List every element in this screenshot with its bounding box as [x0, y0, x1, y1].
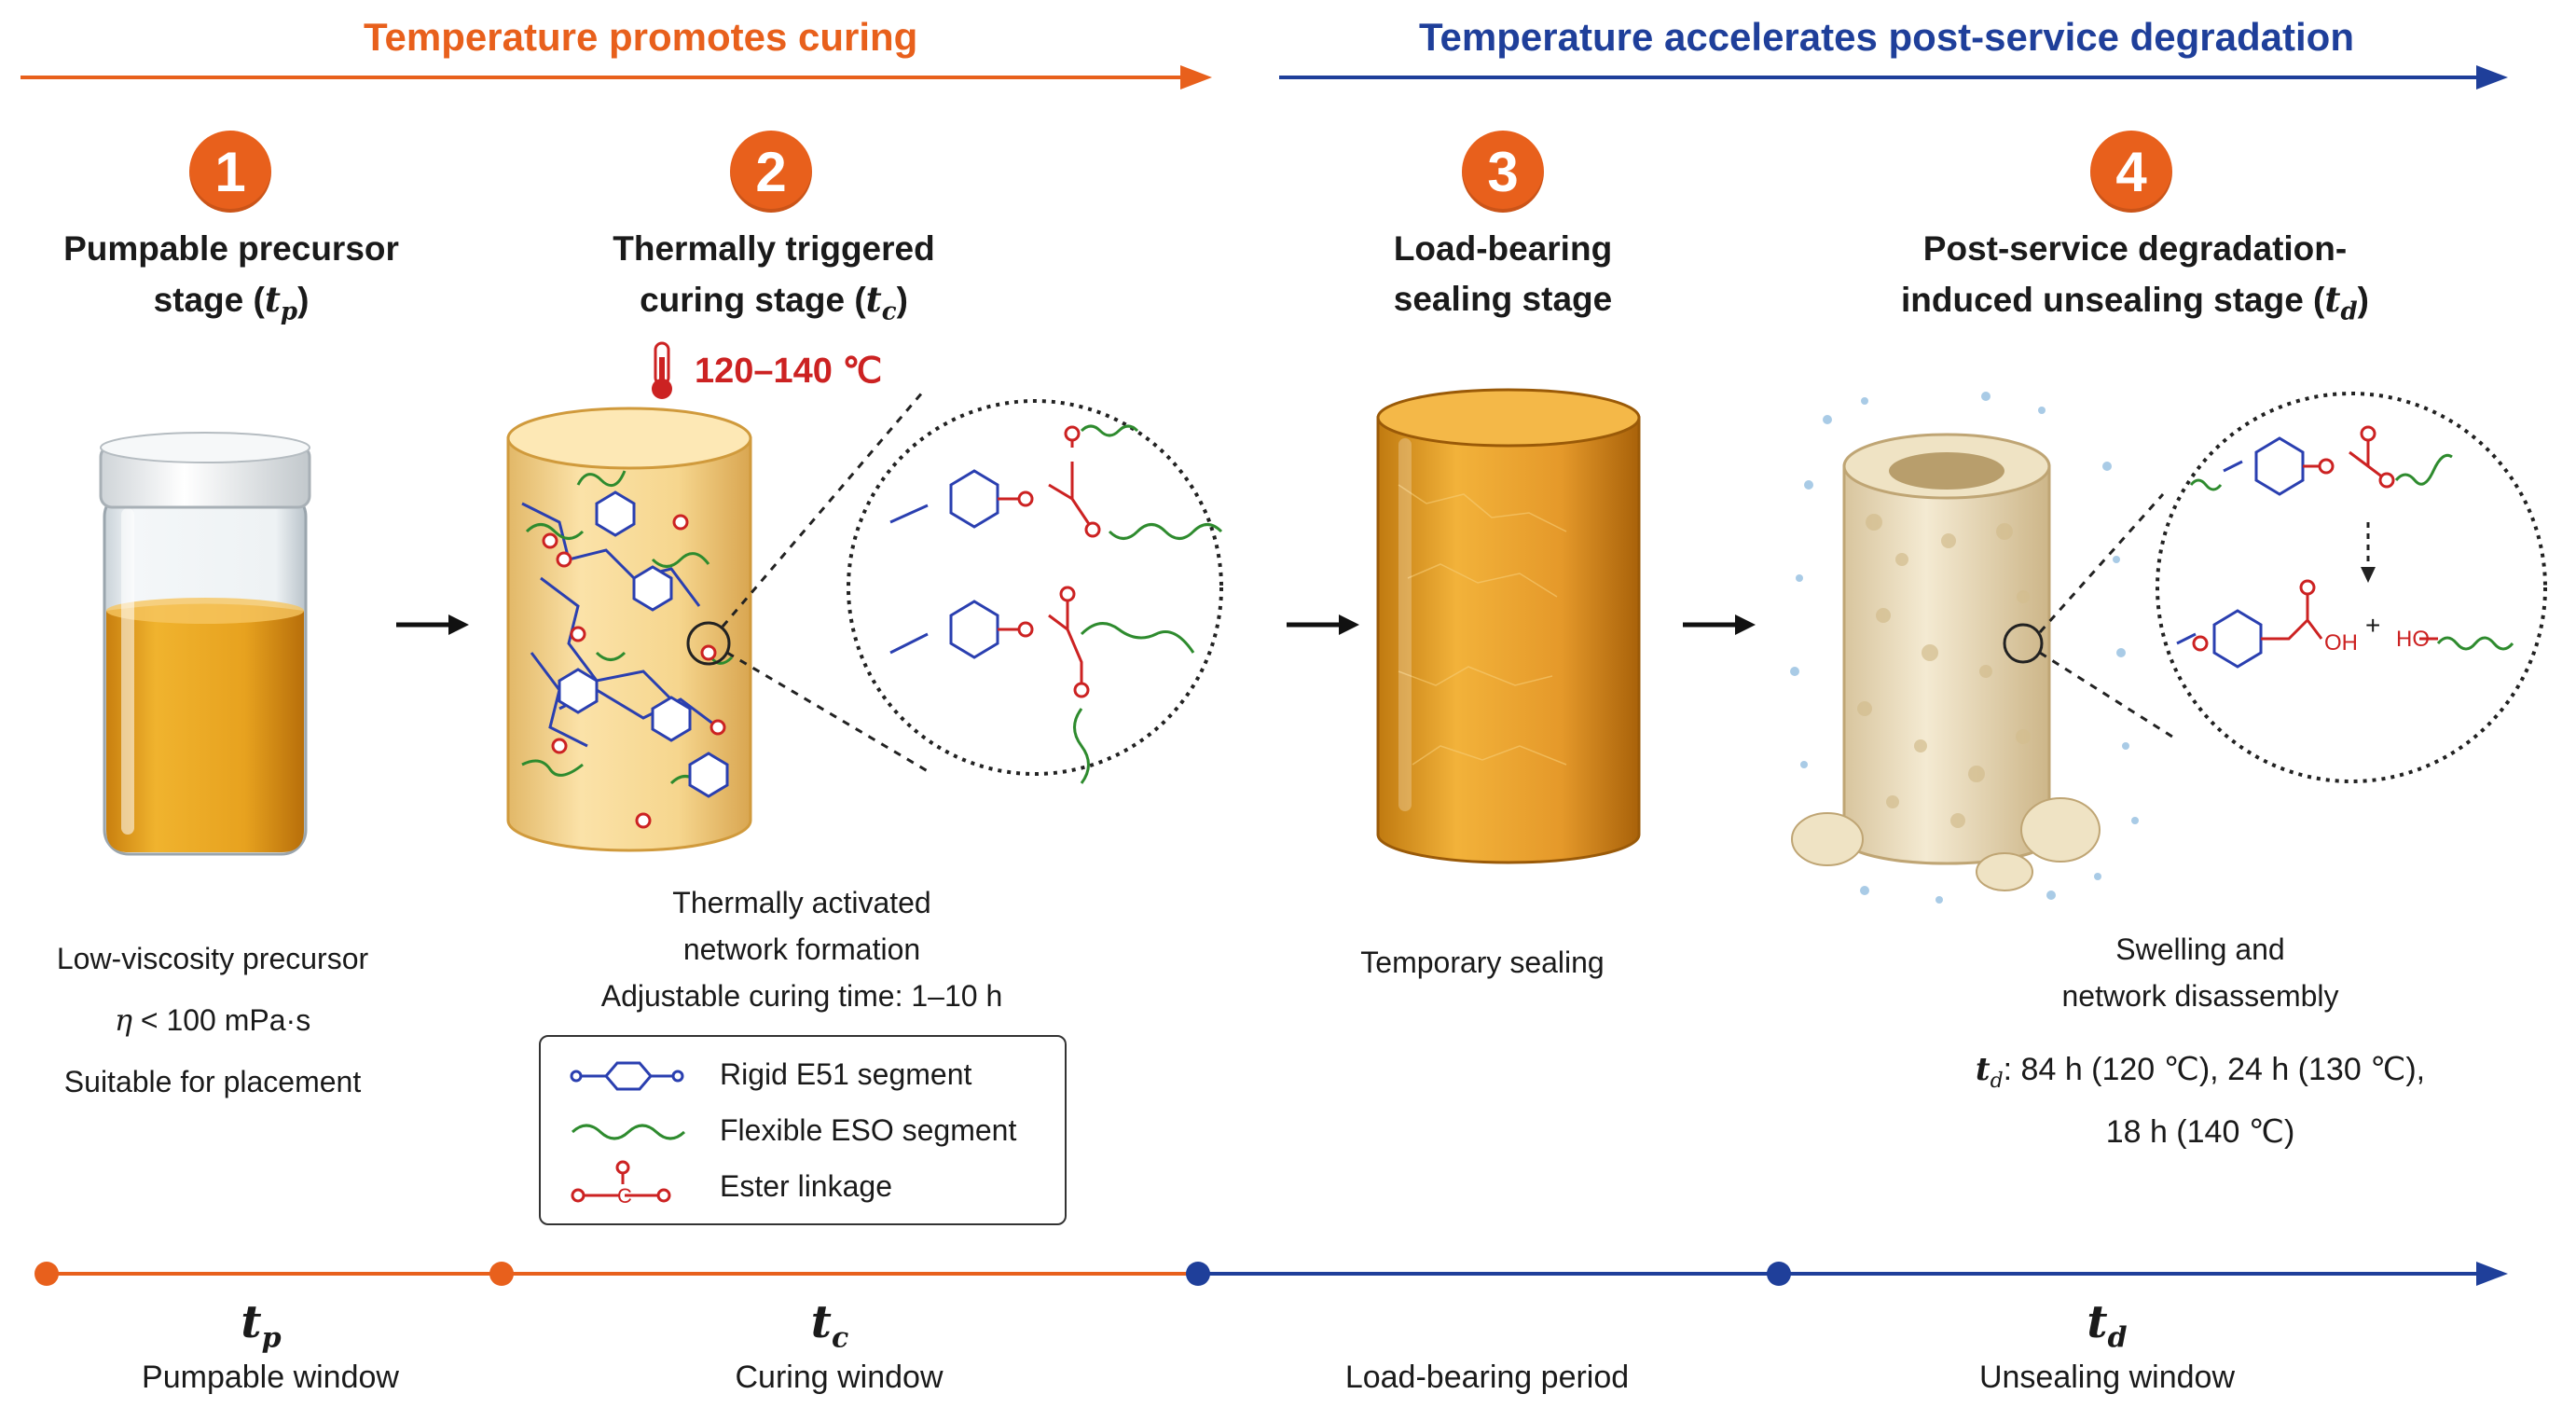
timeline-label-pumpable: Pumpable window — [142, 1360, 399, 1395]
stage4-description: Swelling and network disassembly — [2061, 932, 2339, 1013]
stage-arrow-1 — [396, 614, 469, 635]
stage3-description: Temporary sealing — [1360, 946, 1605, 979]
stage-number-4: 4 — [2090, 131, 2172, 213]
timeline-symbol-tc: tc — [810, 1296, 849, 1355]
phase-label-curing: Temperature promotes curing — [364, 15, 918, 59]
ester-linkage-icon: C — [571, 1160, 671, 1208]
timeline-label-curing: Curing window — [735, 1360, 944, 1395]
legend-item-rigid: Rigid E51 segment — [541, 1048, 1063, 1104]
flexible-segment-icon — [571, 1124, 686, 1140]
phase-arrow-degradation — [1279, 65, 2508, 90]
stage-number-2: 2 — [730, 131, 812, 213]
stage-arrow-3 — [1683, 614, 1756, 635]
phase-arrow-curing — [21, 65, 1212, 90]
svg-text:C: C — [617, 1184, 632, 1208]
stage-title-1: Pumpable precursor stage (tp) — [63, 229, 399, 326]
timeline-symbol-tp: tp — [241, 1296, 282, 1355]
stage-title-2: Thermally triggered curing stage (tc) — [613, 229, 935, 326]
stage-arrow-2 — [1287, 614, 1359, 635]
legend-label-rigid: Rigid E51 segment — [720, 1057, 972, 1091]
stage1-description: Low-viscosity precursor η < 100 mPa·s Su… — [56, 942, 369, 1098]
stage-title-4: Post-service degradation- induced unseal… — [1901, 229, 2369, 326]
rigid-segment-icon — [570, 1061, 684, 1091]
legend-label-ester: Ester linkage — [720, 1169, 892, 1203]
hydroxyl-label: HO — [2396, 627, 2430, 652]
stage-number-1: 1 — [189, 131, 271, 213]
thermometer-icon — [652, 341, 672, 399]
legend: Rigid E51 segment Flexible ESO segment C… — [539, 1035, 1067, 1225]
legend-item-flexible: Flexible ESO segment — [541, 1104, 1063, 1160]
timeline-symbol-td: td — [2087, 1296, 2128, 1355]
carboxylic-acid-label: OH — [2324, 630, 2358, 656]
legend-label-flexible: Flexible ESO segment — [720, 1113, 1017, 1147]
curing-temperature: 120–140 ℃ — [695, 352, 883, 391]
stage-number-3: 3 — [1462, 131, 1544, 213]
phase-label-degradation: Temperature accelerates post-service deg… — [1419, 15, 2354, 59]
stage-title-3: Load-bearing sealing stage — [1393, 229, 1613, 318]
stage2-description: Thermally activated network formation Ad… — [600, 886, 1003, 1013]
timeline-label-unsealing: Unsealing window — [1978, 1360, 2236, 1395]
plus-sign: + — [2365, 611, 2381, 640]
legend-item-ester: C Ester linkage — [541, 1160, 1063, 1216]
stage4-degradation-times: td: 84 h (120 ℃), 24 h (130 ℃), 18 h (14… — [1975, 1051, 2426, 1150]
timeline-label-load-bearing: Load-bearing period — [1344, 1360, 1630, 1395]
